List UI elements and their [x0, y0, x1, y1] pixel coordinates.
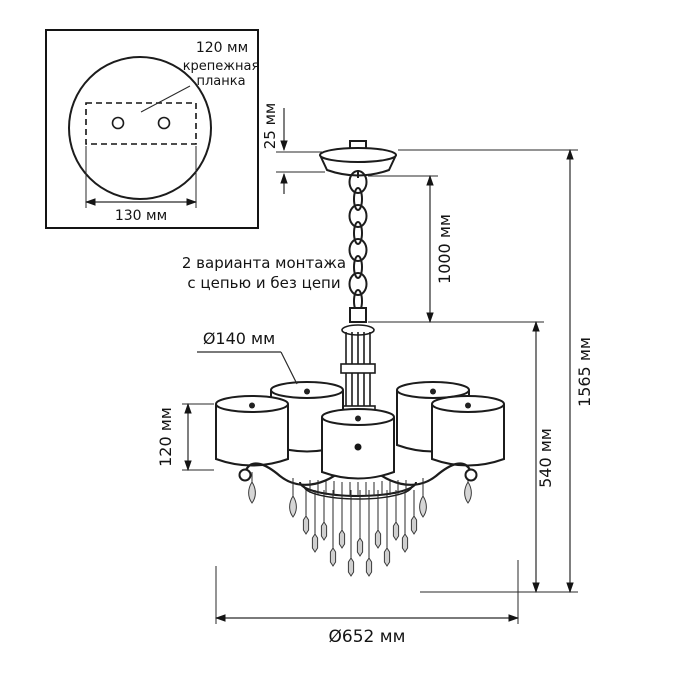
shade-diameter-callout: Ø140 мм [197, 329, 298, 385]
left-arm-curl [238, 468, 252, 482]
side-crystal-drops [289, 478, 427, 518]
mount-plate-inset: 120 мм крепежная планка 130 мм [45, 29, 260, 229]
socket-mark [249, 402, 255, 409]
ring-hatch [309, 480, 407, 496]
mounting-note-line1: 2 варианта монтажа [182, 254, 346, 272]
shade-height-label: 120 мм [156, 407, 175, 467]
central-stem [340, 324, 376, 416]
shade-height-dim: 120 мм [156, 402, 214, 472]
total-diameter-dim: Ø652 мм [214, 560, 520, 647]
chain-length-dim: 1000 мм [368, 174, 544, 324]
bracket-label-line2: планка [196, 74, 245, 89]
body-height-label: 540 мм [536, 428, 555, 488]
shade-far-left [215, 395, 289, 504]
plate-width-label: 130 мм [115, 208, 167, 224]
socket-mark [304, 388, 310, 395]
shade-center-front [321, 408, 395, 480]
body-height-dim: 540 мм [532, 320, 555, 594]
mounting-note-line2: с цепью и без цепи [187, 274, 340, 292]
crystal-fringe [302, 490, 418, 577]
total-height-label: 1565 мм [575, 337, 594, 407]
crystal-drop [464, 481, 472, 504]
crystal-ring [299, 480, 417, 500]
crystal-drop [289, 495, 297, 518]
finial-dot [354, 443, 362, 451]
canopy-height-label: 25 мм [261, 103, 279, 150]
mount-bracket-dashed [85, 102, 197, 145]
socket-mark [465, 402, 471, 409]
total-height-dim: 1565 мм [398, 148, 594, 594]
bracket-label-line1: крепежная [183, 59, 260, 74]
plate-offset-label: 120 мм [196, 40, 248, 56]
crystal-drop [248, 481, 256, 504]
shade-diameter-label: Ø140 мм [203, 329, 275, 348]
total-diameter-label: Ø652 мм [329, 627, 406, 647]
chain [348, 170, 368, 323]
crystal-drop [419, 495, 427, 518]
mount-plate-circle [68, 56, 212, 200]
chain-connector [349, 307, 367, 323]
mount-hole-left [111, 116, 125, 130]
canopy-height-dim: 25 мм [261, 103, 325, 194]
mounting-note: 2 варианта монтажа с цепью и без цепи [182, 254, 346, 292]
socket-mark [430, 388, 436, 395]
bracket-leader-line [140, 85, 191, 113]
chain-length-label: 1000 мм [435, 214, 454, 284]
shade-far-right [431, 395, 505, 504]
mount-hole-right [157, 116, 171, 130]
right-arm-curl [464, 468, 478, 482]
socket-mark [355, 415, 361, 422]
